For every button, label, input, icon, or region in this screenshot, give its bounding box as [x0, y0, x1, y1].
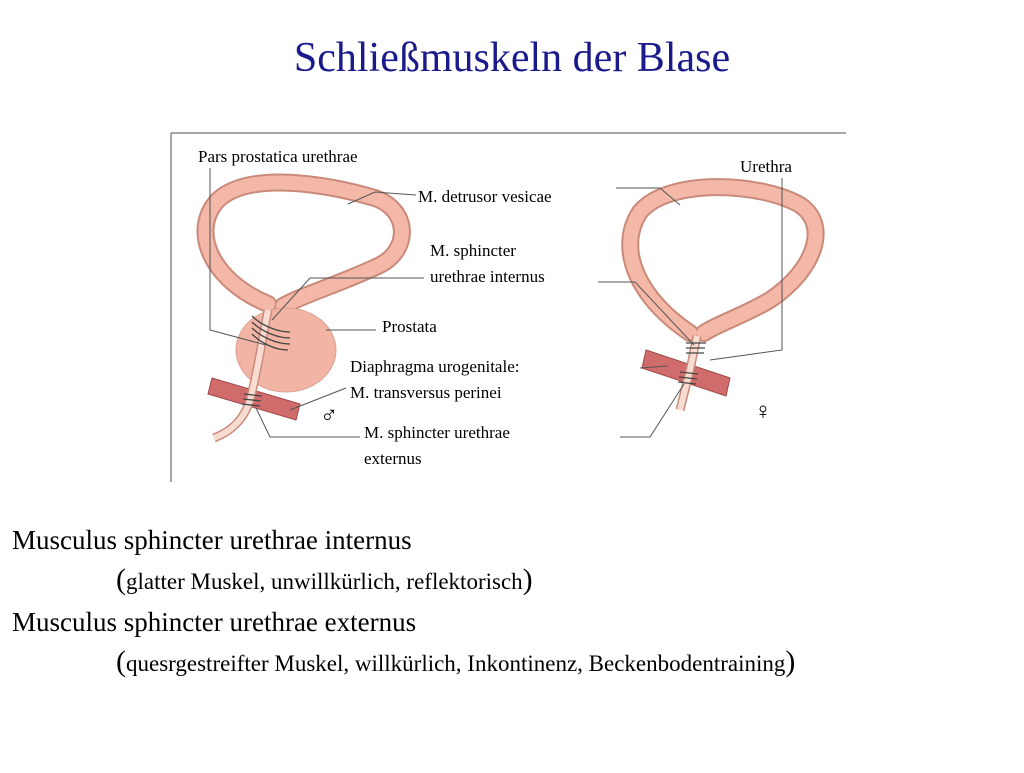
page-title: Schließmuskeln der Blase [293, 35, 731, 81]
label-diaphragma-2: M. transversus perinei [350, 382, 502, 404]
male-symbol-icon: ♂ [320, 403, 338, 429]
female-urethra [677, 335, 700, 411]
male-internal-sphincter [251, 315, 291, 351]
label-detrusor: M. detrusor vesicae [418, 186, 552, 208]
label-urethra: Urethra [740, 156, 792, 178]
text-line-externus-desc: (quesrgestreifter Muskel, willkürlich, I… [116, 645, 796, 678]
text-line-internus: Musculus sphincter urethrae internus [12, 525, 412, 555]
female-bladder [621, 178, 825, 342]
female-external-sphincter [677, 371, 699, 385]
label-sphincter-internus-2: urethrae internus [430, 266, 545, 288]
label-pars-prostatica: Pars prostatica urethrae [198, 146, 358, 168]
leader-lines [209, 168, 783, 438]
male-external-sphincter [241, 393, 263, 407]
summary-text: Musculus sphincter urethrae internus (gl… [12, 520, 795, 684]
label-sphincter-externus-1: M. sphincter urethrae [364, 422, 510, 444]
label-sphincter-externus-2: externus [364, 448, 422, 470]
female-internal-sphincter [686, 342, 706, 354]
male-bladder [196, 173, 411, 315]
label-prostata: Prostata [382, 316, 437, 338]
text-line-internus-desc: (glatter Muskel, unwillkürlich, reflekto… [116, 563, 533, 596]
female-symbol-icon: ♀ [754, 399, 772, 425]
text-line-externus: Musculus sphincter urethrae externus [12, 607, 417, 637]
label-diaphragma-1: Diaphragma urogenitale: [350, 356, 520, 378]
label-sphincter-internus-1: M. sphincter [430, 240, 516, 262]
